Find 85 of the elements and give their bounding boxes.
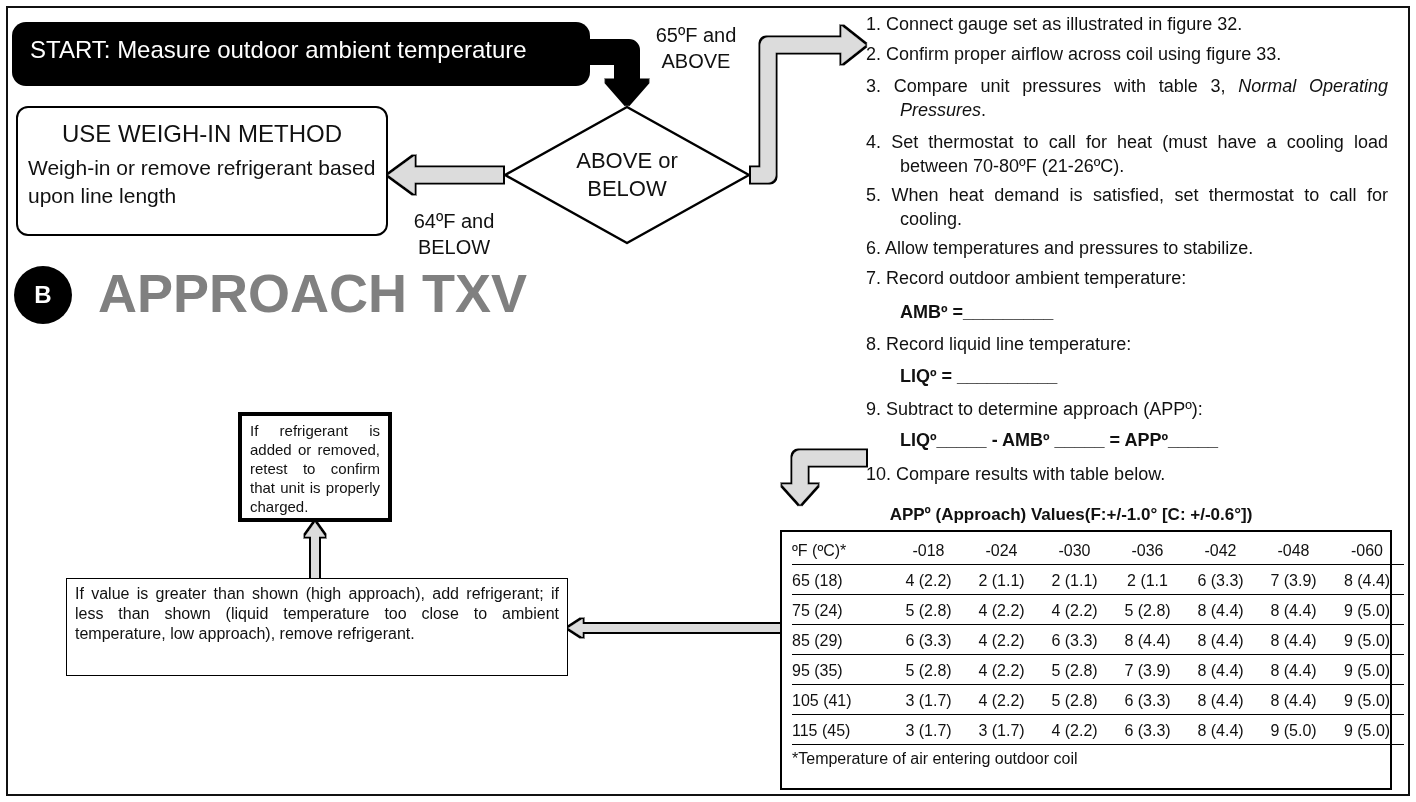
step-text: 1. Connect gauge set as illustrated in figure 32. — [866, 13, 1244, 36]
table-cell: 4 (2.2) — [965, 686, 1038, 715]
section-title: APPROACH TXV — [98, 262, 528, 324]
table-header: -030 — [1038, 536, 1111, 565]
table-header: ºF (ºC)* — [792, 536, 892, 565]
table-cell: 8 (4.4) — [1330, 566, 1404, 595]
table-cell: 5 (2.8) — [1111, 596, 1184, 625]
table-cell: 9 (5.0) — [1330, 686, 1404, 715]
table-cell: 8 (4.4) — [1257, 626, 1330, 655]
table-cell: 65 (18) — [792, 566, 892, 595]
table-cell: 2 (1.1) — [1038, 566, 1111, 595]
decision-text: ABOVE or BELOW — [575, 147, 679, 203]
step-text: 4. Set thermostat to call for heat (must have a cooling load between 70-80ºF (21-26ºC). — [866, 131, 1388, 178]
step-text: 7. Record outdoor ambient temperature: — [866, 267, 1188, 290]
table-cell: 6 (3.3) — [1038, 626, 1111, 655]
table-cell: 9 (5.0) — [1330, 626, 1404, 655]
table-cell: 4 (2.2) — [965, 656, 1038, 685]
table-cell: 9 (5.0) — [1330, 716, 1404, 745]
table-cell: 6 (3.3) — [1184, 566, 1257, 595]
table-cell: 8 (4.4) — [1184, 716, 1257, 745]
table-cell: 95 (35) — [792, 656, 892, 685]
retest-note-box: If refrigerant is added or removed, retest to confirm that unit is properly charged. — [238, 412, 392, 522]
fill-in-line: AMBº =_________ — [899, 301, 1055, 324]
table-header: -024 — [965, 536, 1038, 565]
table-header: -048 — [1257, 536, 1330, 565]
block-arrow — [751, 26, 866, 183]
step-text: 6. Allow temperatures and pressures to stabilize. — [866, 237, 1255, 260]
step-text: 5. When heat demand is satisfied, set thermostat to call for cooling. — [866, 184, 1388, 231]
table-cell: 7 (3.9) — [1111, 656, 1184, 685]
table-cell: 9 (5.0) — [1330, 656, 1404, 685]
table-cell: 6 (3.3) — [1111, 716, 1184, 745]
table-cell: 6 (3.3) — [1111, 686, 1184, 715]
table-cell: 2 (1.1) — [965, 566, 1038, 595]
block-arrow — [388, 156, 503, 194]
table-footnote: *Temperature of air entering outdoor coil — [792, 750, 1078, 768]
table-cell: 4 (2.2) — [1038, 716, 1111, 745]
table-cell: 3 (1.7) — [892, 686, 965, 715]
section-badge: B — [14, 266, 72, 324]
block-arrow — [568, 619, 780, 637]
table-cell: 4 (2.2) — [1038, 596, 1111, 625]
process-box — [16, 106, 388, 236]
table-cell: 6 (3.3) — [892, 626, 965, 655]
table-cell: 75 (24) — [792, 596, 892, 625]
table-cell: 8 (4.4) — [1257, 596, 1330, 625]
table-cell: 9 (5.0) — [1330, 596, 1404, 625]
method-heading: USE WEIGH-IN METHOD — [61, 120, 343, 148]
table-header: -036 — [1111, 536, 1184, 565]
table-cell: 5 (2.8) — [1038, 686, 1111, 715]
table-cell: 4 (2.2) — [892, 566, 965, 595]
table-cell: 105 (41) — [792, 686, 892, 715]
table-cell: 5 (2.8) — [892, 596, 965, 625]
block-arrow — [305, 522, 325, 578]
fill-in-line: LIQº_____ - AMBº _____ = APPº_____ — [899, 429, 1220, 452]
table-cell: 8 (4.4) — [1184, 626, 1257, 655]
table-cell: 115 (45) — [792, 716, 892, 745]
step-text: 10. Compare results with table below. — [866, 463, 1167, 486]
table-cell: 4 (2.2) — [965, 626, 1038, 655]
table-cell: 8 (4.4) — [1184, 596, 1257, 625]
step-text: 8. Record liquid line temperature: — [866, 333, 1133, 356]
step-text: 3. Compare unit pressures with table 3, Normal Operating Pressures. — [866, 75, 1388, 122]
block-arrow — [590, 41, 648, 105]
step-text: 2. Confirm proper airflow across coil using figure 33. — [866, 43, 1283, 66]
table-header: -060 — [1330, 536, 1404, 565]
table-cell: 8 (4.4) — [1257, 656, 1330, 685]
table-cell: 4 (2.2) — [965, 596, 1038, 625]
table-header: -018 — [892, 536, 965, 565]
instruction-box: If value is greater than shown (high approach), add refrigerant; if less than shown (liquid temperature too close to ambient temperature, low approach), remove refrigerant. — [66, 578, 568, 676]
table-cell: 85 (29) — [792, 626, 892, 655]
table-header: -042 — [1184, 536, 1257, 565]
table-cell: 2 (1.1 — [1111, 566, 1184, 595]
step-text: 9. Subtract to determine approach (APPº): — [866, 398, 1204, 421]
method-description: Weigh-in or remove refrigerant based upon line length — [28, 155, 376, 209]
table-title: APPº (Approach) Values(F:+/-1.0° [C: +/-0.6°]) — [888, 505, 1254, 525]
table-cell: 3 (1.7) — [892, 716, 965, 745]
fill-in-line: LIQº = __________ — [899, 365, 1059, 388]
table-cell: 8 (4.4) — [1257, 686, 1330, 715]
table-cell: 9 (5.0) — [1257, 716, 1330, 745]
start-box: START: Measure outdoor ambient temperature — [12, 22, 590, 86]
table-cell: 3 (1.7) — [965, 716, 1038, 745]
table-cell: 5 (2.8) — [892, 656, 965, 685]
table-cell: 8 (4.4) — [1184, 686, 1257, 715]
table-cell: 7 (3.9) — [1257, 566, 1330, 595]
table-cell: 8 (4.4) — [1184, 656, 1257, 685]
table-cell: 5 (2.8) — [1038, 656, 1111, 685]
table-cell: 8 (4.4) — [1111, 626, 1184, 655]
